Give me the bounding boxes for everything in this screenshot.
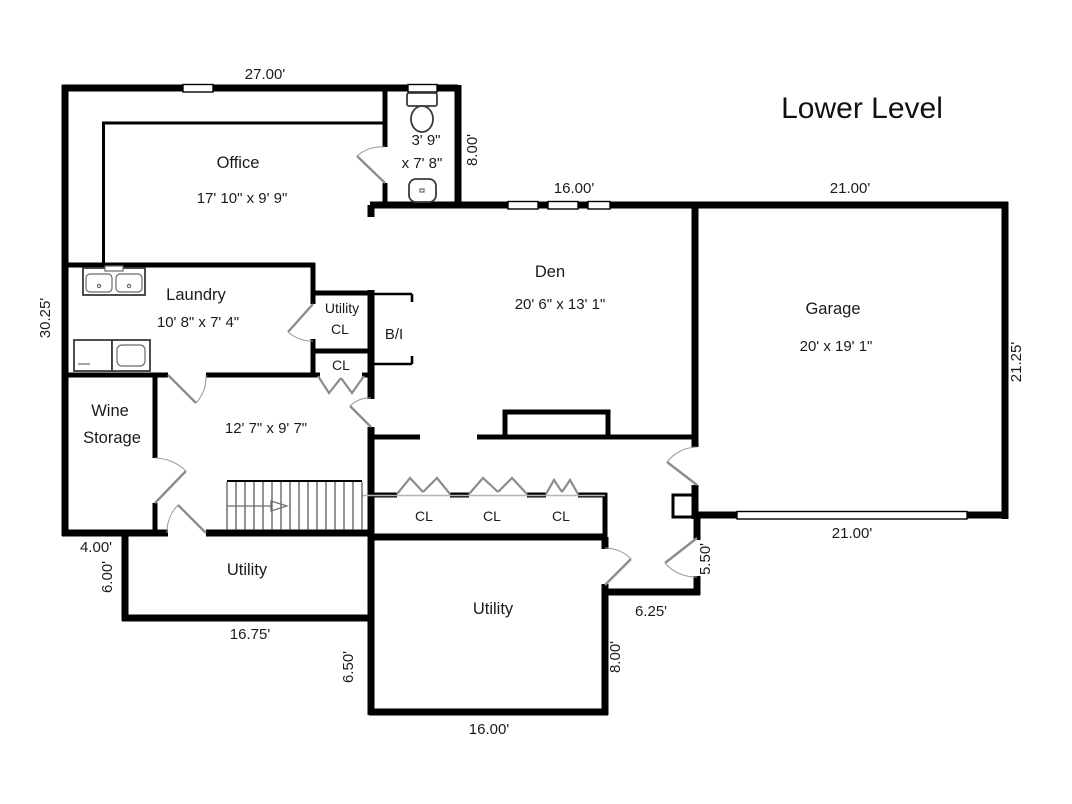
built-in-label: B/I — [385, 326, 403, 343]
garage-entry-door-arc — [666, 446, 698, 463]
closet-label-small: CL — [332, 357, 350, 373]
dim-utility-bottom-width: 16.00' — [469, 721, 510, 738]
closet-label-utility-line2: CL — [331, 321, 349, 337]
bath-sink-drain — [419, 188, 425, 193]
garage-column — [671, 493, 699, 519]
room-dims-rec: 12' 7" x 9' 7" — [225, 420, 307, 437]
dim-utility-left-height: 6.00' — [99, 561, 116, 593]
thin-walls — [102, 121, 414, 366]
fixtures — [73, 92, 438, 372]
office-furring-wall — [102, 121, 384, 265]
room-dims-bath-line2: x 7' 8" — [402, 155, 443, 172]
dim-den-top: 16.00' — [554, 180, 595, 197]
hall-closet-bifold-1 — [396, 476, 451, 495]
dim-utility-left-width: 16.75' — [230, 626, 271, 643]
bath-door-leaf — [356, 155, 386, 184]
windows — [182, 83, 968, 520]
office-window — [182, 83, 214, 93]
page-title: Lower Level — [781, 92, 943, 125]
toilet-bowl — [410, 105, 434, 133]
utility-bottom-door-arc — [604, 547, 632, 560]
doors — [154, 146, 698, 586]
bath-door-arc — [356, 146, 386, 157]
room-label-utility-bottom: Utility — [473, 600, 514, 618]
den-window-2 — [547, 200, 579, 210]
den-window-3 — [587, 200, 611, 210]
room-label-wine-line1: Wine — [91, 402, 129, 420]
room-label-den: Den — [535, 263, 565, 281]
closet-label-hall-2: CL — [483, 508, 501, 524]
toilet-tank — [406, 92, 438, 107]
room-dims-office: 17' 10" x 9' 9" — [197, 190, 288, 207]
utility-bottom-door-leaf — [604, 558, 632, 586]
closet-label-utility-line1: Utility — [325, 300, 359, 316]
garage-door — [736, 510, 968, 520]
utility-left-door-arc — [166, 504, 179, 534]
laundry-sink-bowl-left — [85, 273, 113, 293]
hall-door-leaf — [349, 405, 372, 428]
stairs-arrowhead — [270, 500, 290, 512]
utility-closet-door-leaf — [287, 303, 314, 333]
dimension-labels: 27.00' 30.25' 8.00' 16.00' 21.00' 21.25'… — [37, 66, 1025, 738]
bifold-doors — [317, 375, 605, 497]
laundry-door-arc — [195, 374, 207, 404]
room-dims-den: 20' 6" x 13' 1" — [515, 296, 606, 313]
vestibule-door-leaf — [664, 537, 698, 564]
room-dims-garage: 20' x 19' 1" — [800, 338, 873, 355]
garage-entry-door-leaf — [666, 461, 698, 486]
closet-label-hall-1: CL — [415, 508, 433, 524]
hall-door-arc — [349, 397, 372, 407]
dim-top-width: 27.00' — [245, 66, 286, 83]
bath-window — [407, 83, 438, 93]
laundry-sink-bowl-right — [115, 273, 143, 293]
fireplace — [502, 409, 611, 440]
room-label-office: Office — [217, 154, 260, 172]
dim-garage-top: 21.00' — [830, 180, 871, 197]
laundry-door-leaf — [167, 374, 197, 404]
labels: Lower Level Office 17' 10" x 9' 9" Laund… — [83, 92, 943, 618]
room-dims-bath-line1: 3' 9" — [411, 132, 440, 149]
room-dims-laundry: 10' 8" x 7' 4" — [157, 314, 239, 331]
laundry-drain-left — [96, 283, 102, 289]
small-closet-bifold — [317, 375, 365, 395]
laundry-drain-right — [126, 283, 132, 289]
hall-closet-bifold-3 — [545, 477, 579, 495]
closet-label-hall-3: CL — [552, 508, 570, 524]
room-label-wine-line2: Storage — [83, 429, 141, 447]
dim-step-left: 4.00' — [80, 539, 112, 556]
dim-hall-width: 6.25' — [635, 603, 667, 620]
dim-hall-height: 5.50' — [697, 543, 714, 575]
utility-closet-door-arc — [287, 331, 314, 342]
dim-garage-bottom: 21.00' — [832, 525, 873, 542]
dim-garage-right: 21.25' — [1008, 342, 1025, 383]
wine-storage-door-leaf — [154, 470, 187, 504]
dim-utility-bottom-right: 8.00' — [607, 641, 624, 673]
laundry-faucet — [104, 265, 124, 272]
hall-closet-bifold-2 — [468, 476, 528, 495]
dim-utility-bottom-left: 6.50' — [340, 651, 357, 683]
room-label-utility-left: Utility — [227, 561, 268, 579]
den-window-1 — [507, 200, 539, 210]
stairs — [226, 480, 363, 530]
room-label-laundry: Laundry — [166, 286, 226, 304]
vestibule-door-arc — [664, 562, 698, 578]
dryer-door — [116, 344, 146, 367]
washer — [73, 339, 113, 372]
dim-bath-right: 8.00' — [464, 134, 481, 166]
utility-left-door-leaf — [177, 504, 207, 534]
built-in-shelf — [371, 292, 414, 366]
partition-walls — [63, 86, 697, 540]
inner-walls — [63, 86, 699, 540]
dim-left-height: 30.25' — [37, 298, 54, 339]
wine-storage-door-arc — [154, 457, 187, 472]
room-label-garage: Garage — [805, 300, 860, 318]
